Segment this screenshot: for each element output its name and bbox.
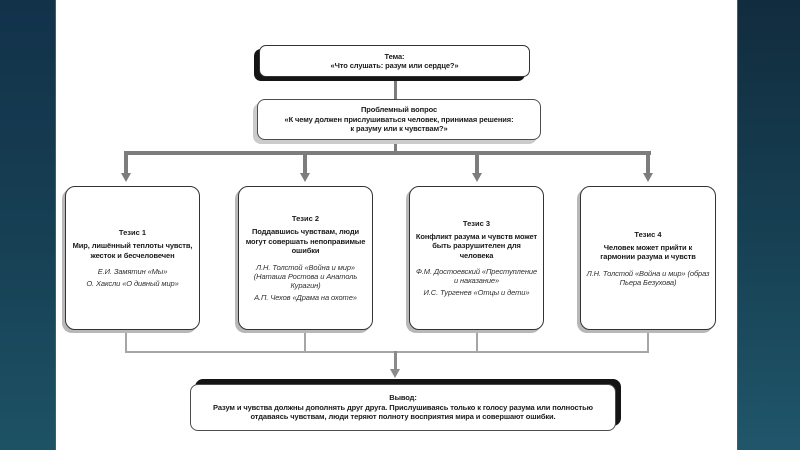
problem-line2: к разуму или к чувствам?» — [350, 124, 448, 134]
thesis-2-statement: Поддавшись чувствам, люди могут совершат… — [245, 227, 366, 256]
branch-stem-1 — [124, 153, 128, 174]
thesis-4-box: Тезис 4 Человек может прийти к гармонии … — [580, 186, 716, 330]
branch-arrowhead-3 — [472, 173, 482, 182]
branch-arrowhead-4 — [643, 173, 653, 182]
thesis-2-box: Тезис 2 Поддавшись чувствам, люди могут … — [238, 186, 373, 330]
merge-stem-2 — [304, 330, 306, 353]
thesis-1-source-1: Е.И. Замятин «Мы» — [97, 267, 168, 276]
branch-stem-3 — [475, 153, 479, 174]
connector-merge-conclusion — [394, 351, 397, 371]
branch-stem-2 — [303, 153, 307, 174]
branch-arrowhead-1 — [121, 173, 131, 182]
thesis-2-source-1: Л.Н. Толстой «Война и мир» (Наташа Росто… — [253, 262, 358, 290]
thesis-1-source-2: О. Хаксли «О дивный мир» — [86, 279, 179, 288]
thesis-2-title: Тезис 2 — [291, 214, 320, 224]
conclusion-title: Вывод: — [389, 393, 417, 403]
thesis-1-statement: Мир, лишённый теплоты чувств, жесток и б… — [72, 241, 193, 260]
merge-stem-4 — [647, 330, 649, 353]
thesis-1-box: Тезис 1 Мир, лишённый теплоты чувств, же… — [65, 186, 200, 330]
thesis-3-statement: Конфликт разума и чувств может быть разр… — [415, 231, 538, 260]
thesis-3-box: Тезис 3 Конфликт разума и чувств может б… — [409, 186, 544, 330]
thesis-3-source-1: Ф.М. Достоевский «Преступление и наказан… — [415, 267, 538, 286]
problem-question-box: Проблемный вопрос «К чему должен прислуш… — [257, 99, 541, 140]
merge-horizontal-line — [125, 351, 649, 353]
problem-title: Проблемный вопрос — [360, 105, 438, 115]
thesis-4-source-1: Л.Н. Толстой «Война и мир» (образ Пьера … — [586, 268, 710, 287]
thesis-2-source-2: А.П. Чехов «Драма на охоте» — [254, 292, 357, 302]
tema-title: Тема: — [384, 51, 405, 61]
merge-stem-3 — [476, 330, 478, 353]
merge-stem-1 — [125, 330, 127, 353]
conclusion-arrowhead — [390, 369, 400, 378]
conclusion-text: Разум и чувства должны дополнять друг др… — [213, 402, 593, 422]
problem-line1: «К чему должен прислушиваться человек, п… — [284, 114, 514, 124]
branch-stem-4 — [646, 153, 650, 174]
branch-arrowhead-2 — [300, 173, 310, 182]
conclusion-box: Вывод: Разум и чувства должны дополнять … — [190, 384, 616, 431]
thesis-4-title: Тезис 4 — [634, 229, 662, 239]
tema-text: «Что слушать: разум или сердце?» — [330, 61, 459, 70]
thesis-4-statement: Человек может прийти к гармонии разума и… — [600, 242, 696, 262]
branch-horizontal-line — [124, 151, 651, 155]
right-theme-bar — [737, 0, 800, 450]
thesis-3-source-2: И.С. Тургенев «Отцы и дети» — [423, 288, 530, 298]
thesis-3-title: Тезис 3 — [462, 218, 491, 228]
tema-box: Тема: «Что слушать: разум или сердце?» — [259, 45, 530, 77]
left-theme-bar — [0, 0, 56, 450]
connector-problem-branch — [394, 139, 397, 152]
connector-tema-problem — [394, 77, 397, 100]
thesis-1-title: Тезис 1 — [118, 228, 147, 237]
